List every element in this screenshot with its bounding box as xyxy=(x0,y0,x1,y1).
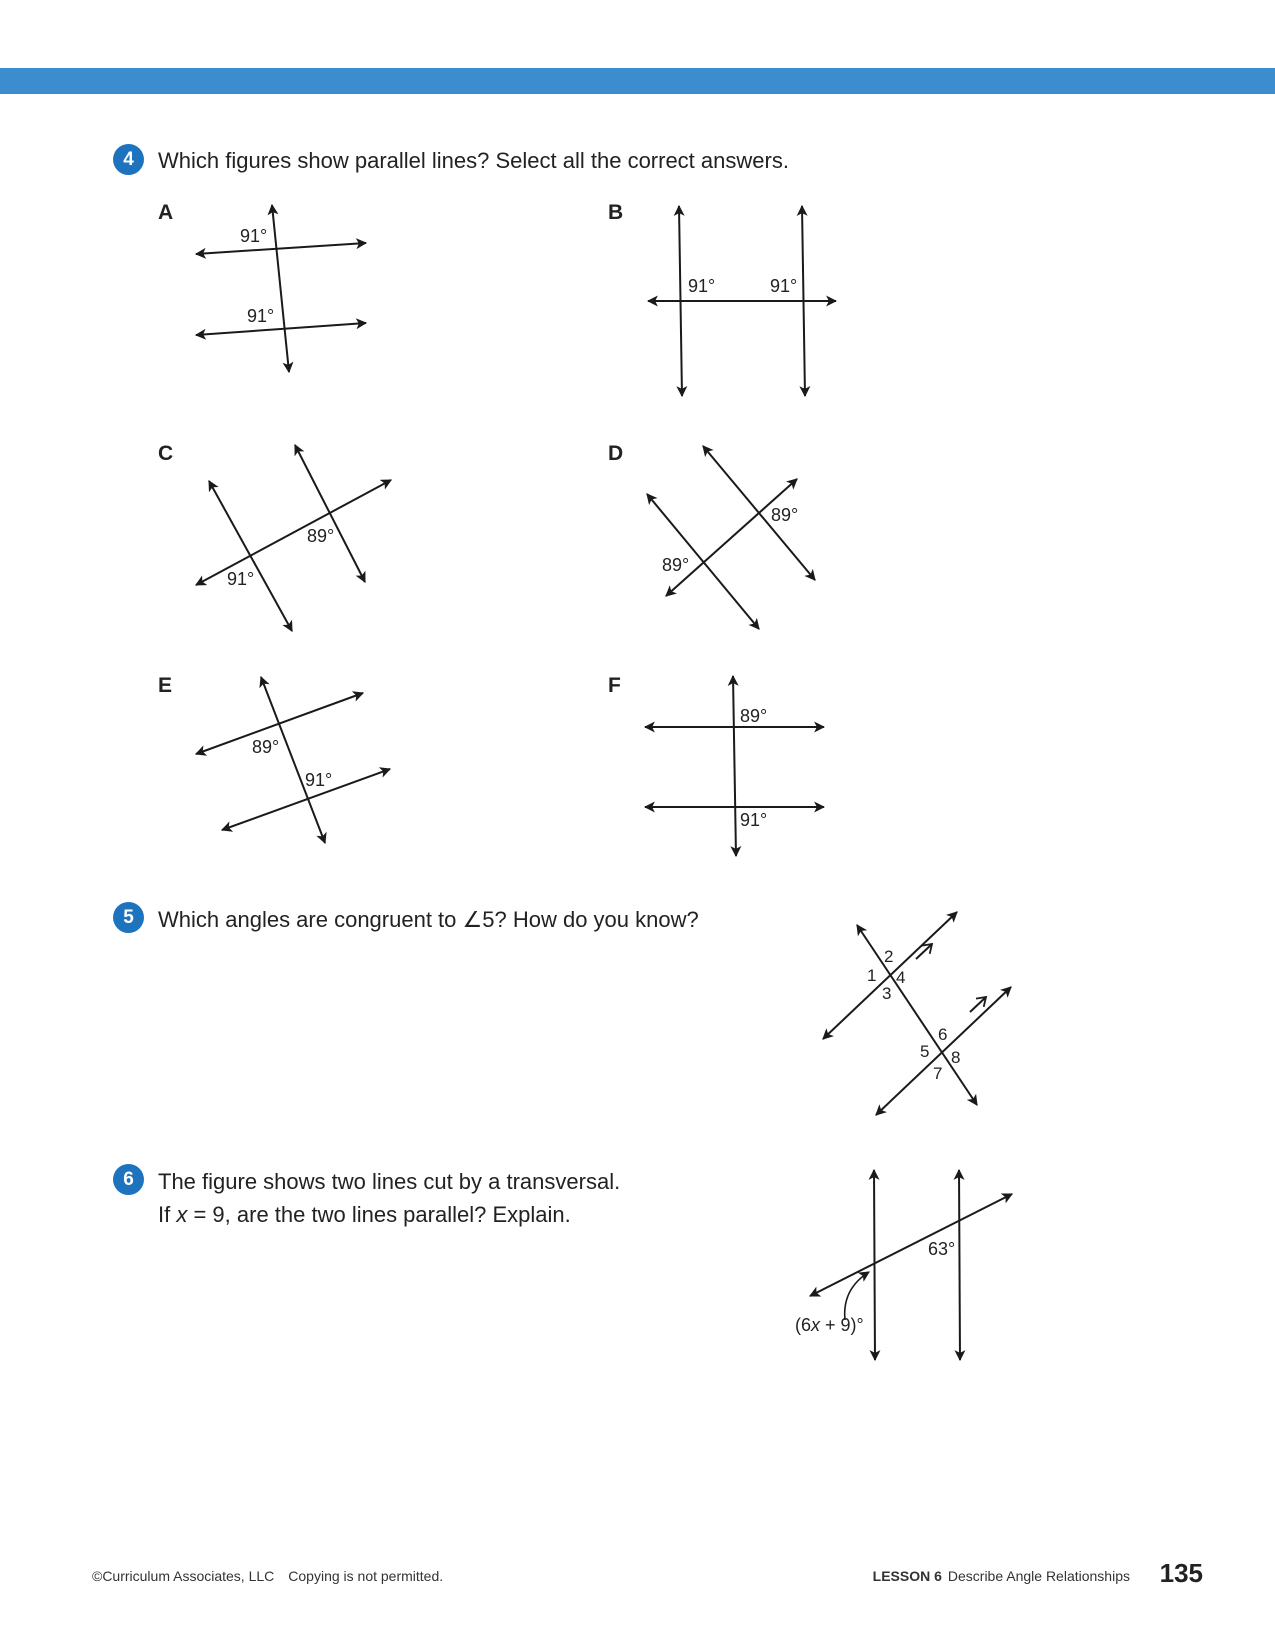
angle-label: 63° xyxy=(928,1239,955,1259)
angle-label: 2 xyxy=(884,947,893,966)
page-number: 135 xyxy=(1159,1558,1203,1588)
angle-expression: (6x + 9)° xyxy=(795,1315,864,1335)
option-letter[interactable]: E xyxy=(158,674,173,697)
angle-pointer xyxy=(843,1271,870,1321)
angle-label: 1 xyxy=(867,966,876,985)
angle-label: 91° xyxy=(227,569,254,589)
option-letter[interactable]: F xyxy=(608,674,621,697)
question-number-badge: 5 xyxy=(113,902,144,933)
figure-option-a: 91° 91° xyxy=(194,203,368,374)
angle-label: 91° xyxy=(305,770,332,790)
parallel-line xyxy=(194,238,368,259)
parallel-marker xyxy=(969,995,988,1013)
question-number-badge: 6 xyxy=(113,1164,144,1195)
angle-label: 91° xyxy=(240,226,267,246)
parallel-line xyxy=(195,479,392,586)
transversal-line xyxy=(267,203,294,374)
angle-label: 89° xyxy=(771,505,798,525)
question-text: Which figures show parallel lines? Selec… xyxy=(158,148,789,173)
figure-option-c: 89° 91° xyxy=(195,444,392,632)
parallel-line xyxy=(665,478,798,597)
figure-option-e: 89° 91° xyxy=(194,675,392,845)
question-text: The figure shows two lines cut by a tran… xyxy=(158,1169,621,1227)
angle-label: 91° xyxy=(740,810,767,830)
angle-label: 8 xyxy=(951,1048,960,1067)
option-letter[interactable]: D xyxy=(608,442,624,465)
angle-label: 91° xyxy=(688,276,715,296)
angle-label: 5 xyxy=(920,1042,929,1061)
angle-label: 6 xyxy=(938,1025,947,1044)
transversal-line xyxy=(727,674,742,858)
angle-label: 91° xyxy=(247,306,274,326)
angle-symbol: ∠ xyxy=(462,907,483,932)
angle-label: 91° xyxy=(770,276,797,296)
figure-option-f: 89° 91° xyxy=(643,674,826,858)
question-text: Which angles are congruent to ∠5? How do… xyxy=(158,907,699,932)
vertical-line xyxy=(953,1168,966,1362)
figure-option-b: 91° 91° xyxy=(646,204,838,398)
angle-label: 4 xyxy=(896,968,905,987)
question-number-badge: 4 xyxy=(113,144,144,175)
angle-label: 89° xyxy=(252,737,279,757)
angle-label: 7 xyxy=(933,1064,942,1083)
transversal-line xyxy=(809,1193,1013,1297)
option-letter[interactable]: C xyxy=(158,442,174,465)
angle-label: 89° xyxy=(740,706,767,726)
transversal-line xyxy=(259,675,327,845)
angle-label: 3 xyxy=(882,984,891,1003)
angle-label: 89° xyxy=(662,555,689,575)
vertical-line xyxy=(868,1168,881,1362)
parallel-marker xyxy=(915,942,934,960)
parallel-line xyxy=(875,986,1012,1116)
header-band xyxy=(0,68,1275,94)
figure-option-d: 89° 89° xyxy=(646,445,816,630)
figure-q5-parallel-lines: 2 1 4 3 6 5 8 7 xyxy=(822,911,1012,1116)
parallel-line xyxy=(194,318,368,340)
figure-q6-transversal: 63° (6x + 9)° xyxy=(795,1168,1013,1362)
option-letter[interactable]: B xyxy=(608,201,624,224)
option-letter[interactable]: A xyxy=(158,201,174,224)
angle-label: 89° xyxy=(307,526,334,546)
transversal-line xyxy=(856,924,978,1106)
